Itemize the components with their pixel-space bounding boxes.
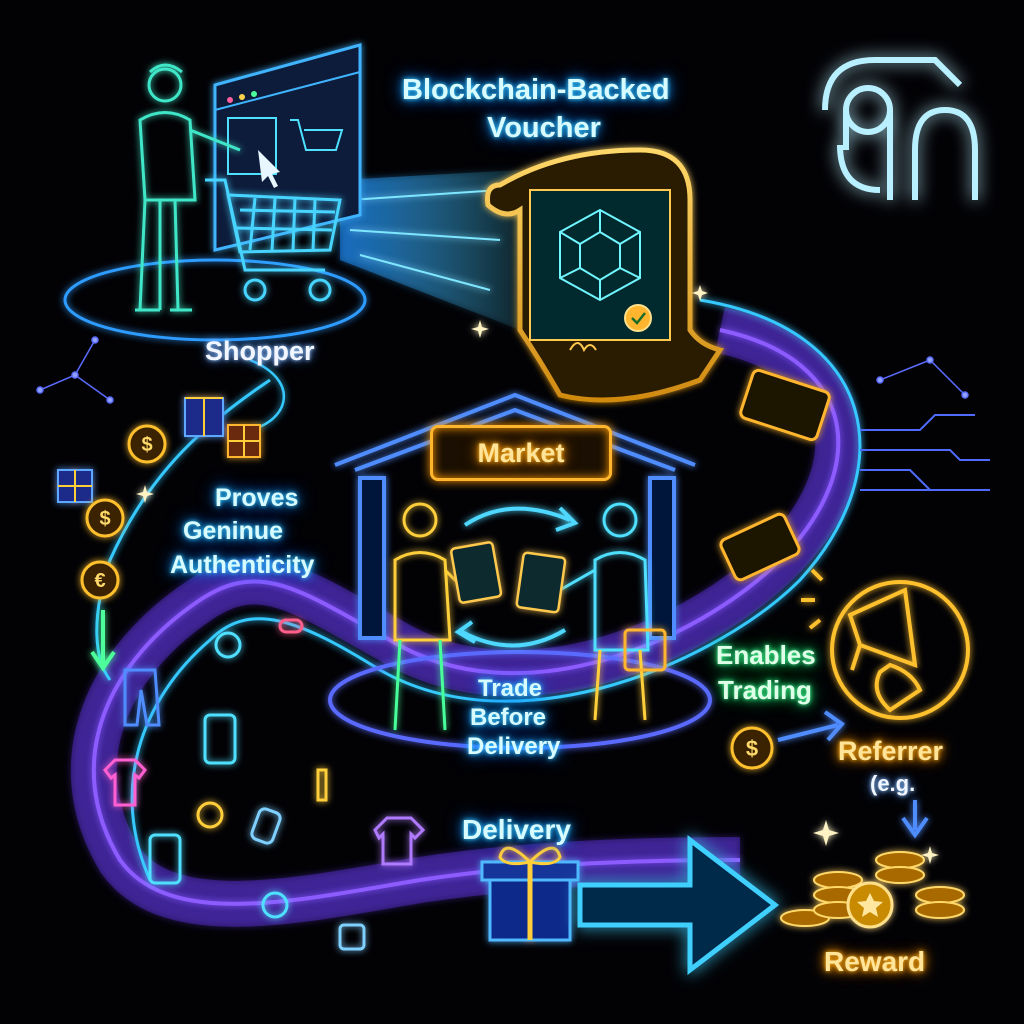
proves-label-line2: Geninue: [183, 517, 284, 545]
traded-vouchers: [450, 541, 567, 614]
voucher-title-line1: Blockchain-Backed: [402, 74, 670, 106]
transfer-beam: [340, 170, 520, 330]
shopping-cart-icon: [205, 178, 342, 302]
shopper-label: Shopper: [205, 336, 315, 366]
enables-label-line1: Enables: [716, 640, 816, 670]
voucher-scroll: [485, 147, 725, 403]
delivery-package-icon: [480, 846, 580, 942]
market-sign: Market: [430, 425, 612, 481]
delivery-arrow-icon: [577, 834, 780, 976]
voucher-title-line2: Voucher: [487, 112, 601, 144]
trade-label-line3: Delivery: [467, 733, 561, 760]
shopper-figure: [135, 63, 241, 312]
svg-text:€: €: [94, 570, 105, 592]
market-label: Market: [477, 437, 565, 468]
shopper-platform: [63, 258, 367, 342]
sparkle-icons: [136, 285, 939, 864]
svg-text:$: $: [746, 736, 758, 761]
referral-arrow-icon: [777, 710, 929, 839]
proves-label-line1: Proves: [215, 484, 299, 512]
referrer-example: (e.g.: [870, 771, 916, 796]
proves-label-line3: Authenticity: [170, 551, 315, 579]
referrer-label: Referrer: [838, 736, 944, 766]
trade-label-line2: Before: [470, 704, 547, 731]
exchange-arrows-icon: [454, 506, 579, 648]
delivery-label: Delivery: [462, 814, 571, 845]
neon-monogram-logo: [822, 57, 978, 200]
down-arrow-icon: [90, 610, 116, 672]
reward-label: Reward: [824, 946, 926, 977]
enables-label-line2: Trading: [718, 675, 812, 705]
svg-text:$: $: [99, 508, 110, 530]
dollar-coin-icon: $ $ $: [85, 424, 774, 770]
trade-label-line1: Trade: [478, 675, 543, 702]
network-lines: [36, 336, 969, 404]
reward-coins-icon: [780, 851, 965, 929]
mini-voucher: [719, 368, 831, 582]
svg-text:$: $: [141, 434, 152, 456]
market-building: [328, 392, 712, 750]
circuit-traces: [860, 414, 990, 491]
euro-coin-icon: €: [80, 560, 120, 600]
trader-right: [559, 502, 667, 721]
product-items: [103, 618, 426, 951]
gift-box-icon: [57, 397, 261, 503]
megaphone-icon: [801, 568, 970, 720]
